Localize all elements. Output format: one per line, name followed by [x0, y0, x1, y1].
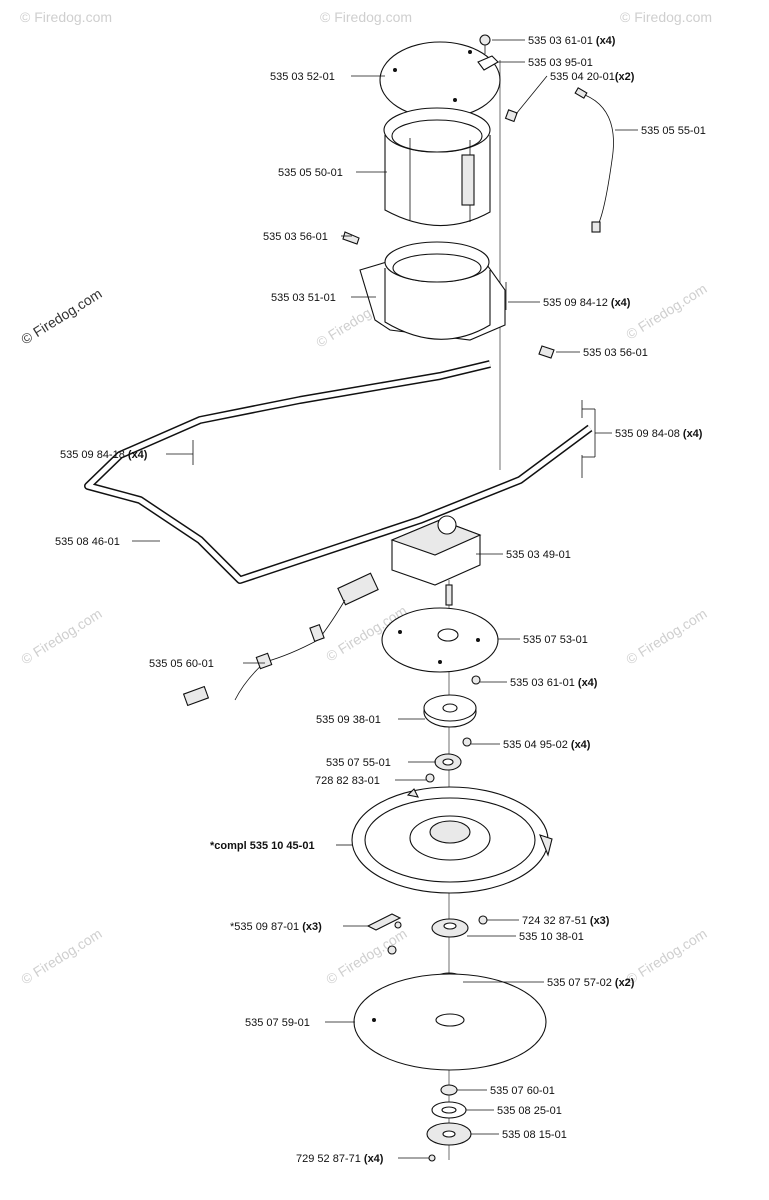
- part-label: *compl 535 10 45-01: [210, 840, 315, 852]
- wire-cable: [574, 87, 614, 233]
- watermark: © Firedog.com: [623, 280, 710, 342]
- blade-disk-assembly: [351, 786, 553, 894]
- part-label: 535 08 25-01: [497, 1105, 562, 1117]
- part-label: 729 52 87-71 (x4): [296, 1153, 384, 1165]
- leader-lines: [132, 39, 638, 1159]
- screw-icon: [479, 34, 491, 54]
- part-label: 535 07 60-01: [490, 1085, 555, 1097]
- motor-housing: [383, 107, 491, 227]
- part-label: 535 07 53-01: [523, 634, 588, 646]
- part-label: 535 05 55-01: [641, 125, 706, 137]
- part-label: 535 05 50-01: [278, 167, 343, 179]
- watermark: © Firedog.com: [320, 9, 412, 25]
- part-label: 535 03 52-01: [270, 71, 335, 83]
- watermark: © Firedog.com: [18, 605, 105, 667]
- part-label: 535 03 49-01: [506, 549, 571, 561]
- part-label: 535 03 56-01: [583, 347, 648, 359]
- end-cap: [426, 1122, 472, 1146]
- part-label: 728 82 83-01: [315, 775, 380, 787]
- part-label: 535 09 38-01: [316, 714, 381, 726]
- watermark: © Firedog.com: [323, 925, 410, 987]
- bracket-housing: [342, 231, 555, 359]
- part-label: 535 04 95-02 (x4): [503, 739, 591, 751]
- part-label: 535 03 95-01: [528, 57, 593, 69]
- part-label: 535 10 38-01: [519, 931, 584, 943]
- part-label: 535 07 57-02 (x2): [547, 977, 635, 989]
- mounting-disk: [381, 607, 499, 673]
- part-label: 724 32 87-51 (x3): [522, 915, 610, 927]
- part-label: 535 09 84-12 (x4): [543, 297, 631, 309]
- lower-disk: [353, 973, 547, 1071]
- frame-rail: [84, 360, 593, 584]
- part-labels: 535 03 61-01 (x4) 535 03 95-01 535 04 20…: [55, 35, 706, 1165]
- clip-icon: [504, 109, 518, 123]
- part-label: 535 08 15-01: [502, 1129, 567, 1141]
- screw-icon: [428, 1154, 436, 1162]
- part-label: 535 07 59-01: [245, 1017, 310, 1029]
- drive-motor: [390, 515, 482, 606]
- part-label: 535 08 46-01: [55, 536, 120, 548]
- knife-blade: [366, 913, 402, 931]
- part-label: 535 09 84-18 (x4): [60, 449, 148, 461]
- watermark: © Firedog.com: [18, 925, 105, 987]
- part-label: 535 03 61-01 (x4): [528, 35, 616, 47]
- watermark: © Firedog.com: [620, 9, 712, 25]
- top-cover-plate: [379, 41, 501, 119]
- watermark: © Firedog.com: [18, 285, 105, 347]
- bearing: [434, 753, 462, 771]
- watermark: © Firedog.com: [20, 9, 112, 25]
- watermark: © Firedog.com: [623, 605, 710, 667]
- part-label: 535 07 55-01: [326, 757, 391, 769]
- nut-icon: [440, 1084, 458, 1096]
- part-label: *535 09 87-01 (x3): [230, 921, 322, 933]
- screw-icon: [387, 675, 488, 955]
- washer: [431, 918, 469, 938]
- part-label: 535 05 60-01: [149, 658, 214, 670]
- part-label: 535 03 51-01: [271, 292, 336, 304]
- part-label: 535 03 61-01 (x4): [510, 677, 598, 689]
- watermark: © Firedog.com: [623, 925, 710, 987]
- hub: [423, 694, 477, 728]
- ring-washer: [431, 1101, 467, 1119]
- part-label: 535 09 84-08 (x4): [615, 428, 703, 440]
- cable-harness: [182, 572, 379, 707]
- part-label: 535 04 20-01(x2): [550, 71, 635, 83]
- part-label: 535 03 56-01: [263, 231, 328, 243]
